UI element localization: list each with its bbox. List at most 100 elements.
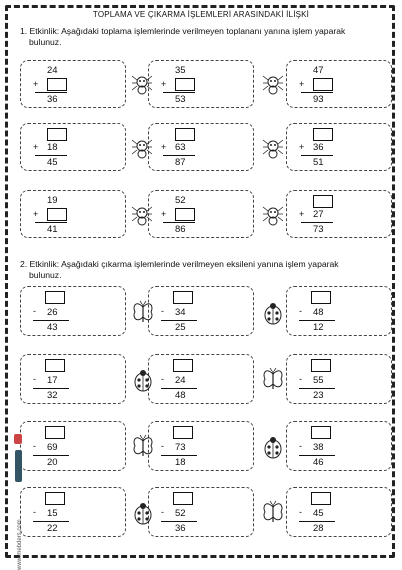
answer-blank[interactable] [173,426,193,439]
section2-line2: bulunuz. [29,270,62,280]
answer-blank[interactable] [313,195,333,208]
page-title: TOPLAMA VE ÇIKARMA İŞLEMLERİ ARASINDAKİ … [92,10,310,19]
difference-line [299,388,335,389]
spider-icon [131,75,153,95]
minus-sign: - [161,441,164,451]
answer-blank[interactable] [173,492,193,505]
section1-line2: bulunuz. [29,37,62,47]
addend-bottom: 18 [47,142,58,153]
sum-result: 51 [313,157,324,168]
answer-blank[interactable] [173,291,193,304]
addend-top: 52 [175,195,186,206]
sum-line [35,155,67,156]
difference-result: 25 [175,322,186,333]
subtrahend: 52 [175,508,186,519]
logo-badge [15,450,22,482]
minus-sign: - [299,441,302,451]
spider-icon [131,139,153,159]
sum-result: 87 [175,157,186,168]
sum-line [163,92,195,93]
plus-sign: + [161,209,167,219]
side-url: www.mebders.com [17,519,23,570]
problem-box: - 73 18 [148,421,254,471]
difference-result: 36 [175,523,186,534]
plus-sign: + [161,79,167,89]
ladybug-icon [264,437,282,459]
answer-blank[interactable] [47,128,67,141]
difference-result: 20 [47,457,58,468]
addend-top: 35 [175,65,186,76]
answer-blank[interactable] [311,426,331,439]
answer-blank[interactable] [47,78,67,91]
answer-blank[interactable] [311,492,331,505]
spider-icon [131,206,153,226]
section2-line1: 2. Etkinlik: Aşağıdaki çıkarma işlemleri… [20,259,339,269]
spider-icon [262,75,284,95]
problem-box: 35 +53 [148,60,254,108]
answer-blank[interactable] [311,359,331,372]
answer-blank[interactable] [175,78,195,91]
spider-icon [262,206,284,226]
difference-result: 12 [313,322,324,333]
subtrahend: 73 [175,442,186,453]
answer-blank[interactable] [175,208,195,221]
subtrahend: 26 [47,307,58,318]
difference-line [161,455,197,456]
sum-result: 86 [175,224,186,235]
difference-result: 32 [47,390,58,401]
answer-blank[interactable] [173,359,193,372]
sum-result: 53 [175,94,186,105]
plus-sign: + [33,79,39,89]
problem-box: - 52 36 [148,487,254,537]
difference-result: 43 [47,322,58,333]
answer-blank[interactable] [311,291,331,304]
answer-blank[interactable] [45,426,65,439]
difference-line [33,455,69,456]
butterfly-icon [133,434,153,456]
section1-instructions: 1. Etkinlik: Aşağıdaki toplama işlemleri… [20,26,390,48]
minus-sign: - [161,306,164,316]
answer-blank[interactable] [47,208,67,221]
difference-result: 18 [175,457,186,468]
problem-box: 24+36 [20,60,126,108]
sum-line [301,92,333,93]
sum-result: 41 [47,224,58,235]
side-strip: www.mebders.com [13,430,23,570]
plus-sign: + [299,209,305,219]
answer-blank[interactable] [313,78,333,91]
answer-blank[interactable] [45,492,65,505]
plus-sign: + [33,209,39,219]
addend-bottom: 36 [313,142,324,153]
subtrahend: 17 [47,375,58,386]
logo-mark [14,434,22,444]
butterfly-icon [263,367,283,389]
minus-sign: - [161,507,164,517]
ladybug-icon [134,503,152,525]
subtrahend: 48 [313,307,324,318]
sum-result: 93 [313,94,324,105]
sum-line [35,222,67,223]
difference-result: 48 [175,390,186,401]
answer-blank[interactable] [45,291,65,304]
answer-blank[interactable] [313,128,333,141]
addend-top: 24 [47,65,58,76]
sum-line [35,92,67,93]
subtrahend: 45 [313,508,324,519]
sum-line [301,222,333,223]
difference-line [299,320,335,321]
answer-blank[interactable] [175,128,195,141]
difference-line [161,320,197,321]
butterfly-icon [263,500,283,522]
answer-blank[interactable] [45,359,65,372]
subtrahend: 55 [313,375,324,386]
difference-line [161,388,197,389]
problem-box: 52 +86 [148,190,254,238]
sum-line [163,155,195,156]
